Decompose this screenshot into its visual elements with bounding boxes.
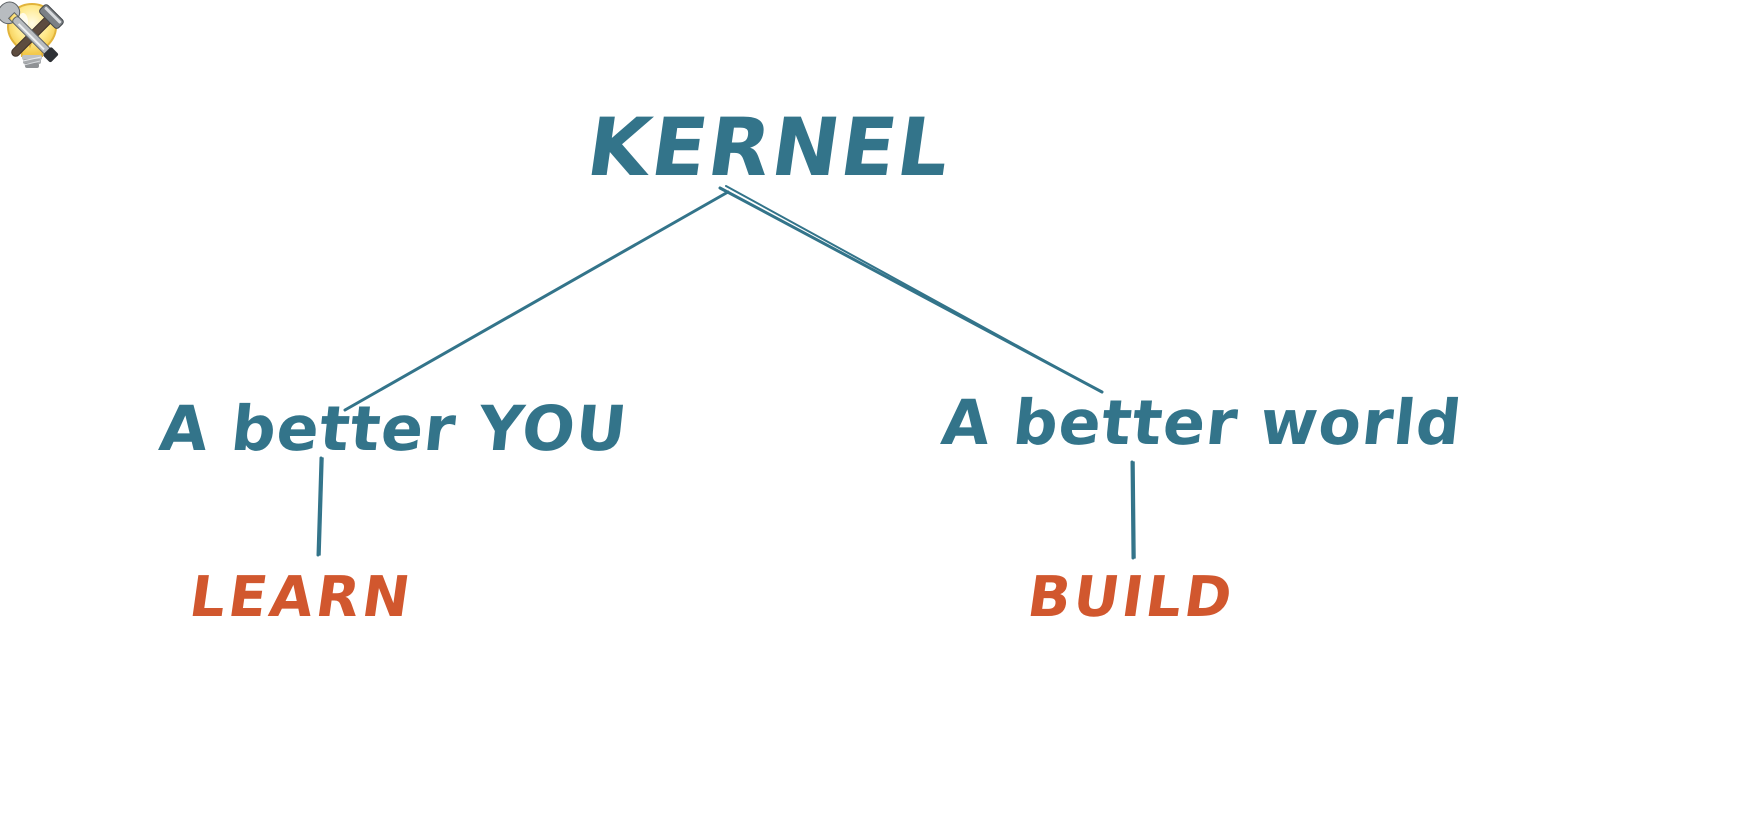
leaf-node-learn: LEARN: [185, 565, 417, 630]
branch-node-better-world: A better world: [938, 386, 1466, 459]
connector-root-to-better-world-sketch: [725, 185, 1099, 391]
connector-better-world-to-build: [1130, 460, 1135, 560]
root-node-kernel: KERNEL: [581, 101, 958, 194]
branch-node-better-you: A better YOU: [156, 392, 632, 465]
connector-better-world-to-build-sketch: [1133, 461, 1136, 559]
connector-root-to-better-you: [343, 190, 730, 412]
connector-better-you-to-learn-sketch: [319, 457, 324, 556]
hammer-and-wrench-icon: [0, 1, 64, 63]
connector-better-you-to-learn: [316, 456, 323, 557]
leaf-node-build: BUILD: [1023, 565, 1239, 630]
